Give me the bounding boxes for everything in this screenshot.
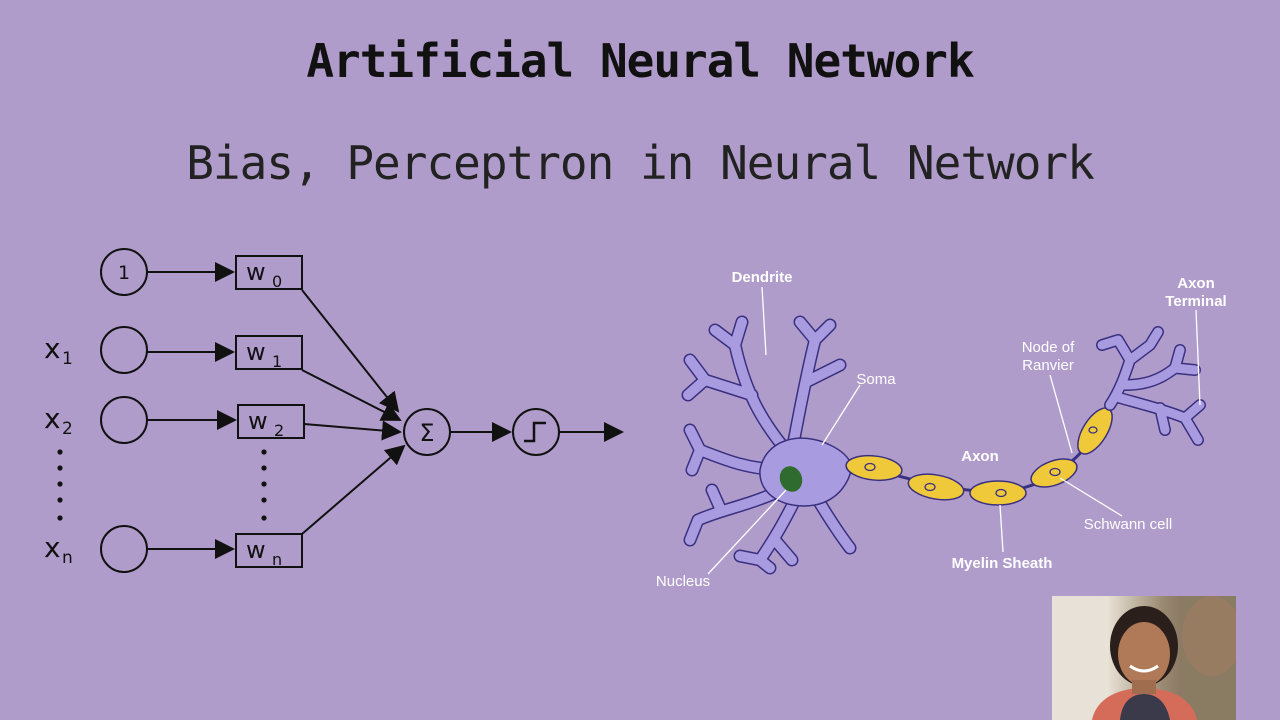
soma-body — [759, 437, 853, 507]
input-node-n — [100, 525, 148, 573]
input-label-n: x — [44, 531, 61, 564]
weight-subscript-0: 0 — [272, 272, 282, 291]
label-nucleus: Nucleus — [656, 573, 710, 590]
input-label-2: x — [44, 402, 61, 435]
label-axon-terminal-2: Terminal — [1165, 293, 1226, 310]
axon-terminal-fill — [1097, 327, 1205, 445]
neuron-diagram — [681, 286, 1206, 575]
input-ellipsis — [57, 449, 63, 521]
input-node-1 — [100, 326, 148, 374]
input-subscript-1: 1 — [62, 349, 73, 369]
arrow-w2-to-sum — [303, 420, 402, 441]
label-leader-lines — [707, 286, 1201, 575]
label-dendrite: Dendrite — [732, 269, 793, 286]
sum-symbol: Σ — [419, 419, 434, 447]
weight-label-n: w — [246, 536, 266, 564]
presenter-webcam — [1052, 596, 1236, 720]
arrow-w1-to-sum — [301, 369, 402, 421]
perceptron-diagram — [57, 248, 624, 573]
page-title: Artificial Neural Network — [306, 34, 974, 88]
neuron-dendrites-fill — [683, 317, 855, 573]
weight-box-1 — [235, 335, 303, 370]
input-subscript-2: 2 — [62, 419, 73, 439]
nucleus-shape — [779, 466, 803, 492]
label-soma: Soma — [856, 371, 896, 388]
weight-ellipsis — [261, 449, 267, 521]
input-subscript-n: n — [62, 548, 73, 568]
presenter-avatar — [1052, 596, 1236, 720]
myelin-segments — [845, 407, 1113, 506]
label-myelin-sheath: Myelin Sheath — [952, 555, 1053, 572]
myelin-nuclei — [864, 426, 1098, 498]
input-node-2 — [100, 396, 148, 444]
weight-subscript-n: n — [272, 550, 282, 569]
bias-input-label: 1 — [118, 262, 130, 284]
label-schwann-cell: Schwann cell — [1084, 516, 1172, 533]
weight-subscript-1: 1 — [272, 352, 282, 371]
weight-box-2 — [237, 404, 305, 439]
arrow-w0-to-sum — [301, 289, 400, 413]
weight-subscript-2: 2 — [274, 421, 284, 440]
weight-box-n — [235, 533, 303, 568]
arrow-wn-to-sum — [301, 444, 406, 535]
page-subtitle: Bias, Perceptron in Neural Network — [186, 136, 1095, 190]
label-node-of-ranvier-2: Ranvier — [1022, 357, 1074, 374]
step-function-icon — [524, 421, 546, 443]
label-axon: Axon — [961, 448, 999, 465]
weight-label-0: w — [246, 258, 266, 286]
label-node-of-ranvier-1: Node of — [1022, 339, 1075, 356]
weight-label-2: w — [248, 407, 268, 435]
weight-label-1: w — [246, 338, 266, 366]
step-activation-node — [512, 408, 560, 456]
input-label-1: x — [44, 332, 61, 365]
weight-box-0 — [235, 255, 303, 290]
label-axon-terminal-1: Axon — [1177, 275, 1215, 292]
